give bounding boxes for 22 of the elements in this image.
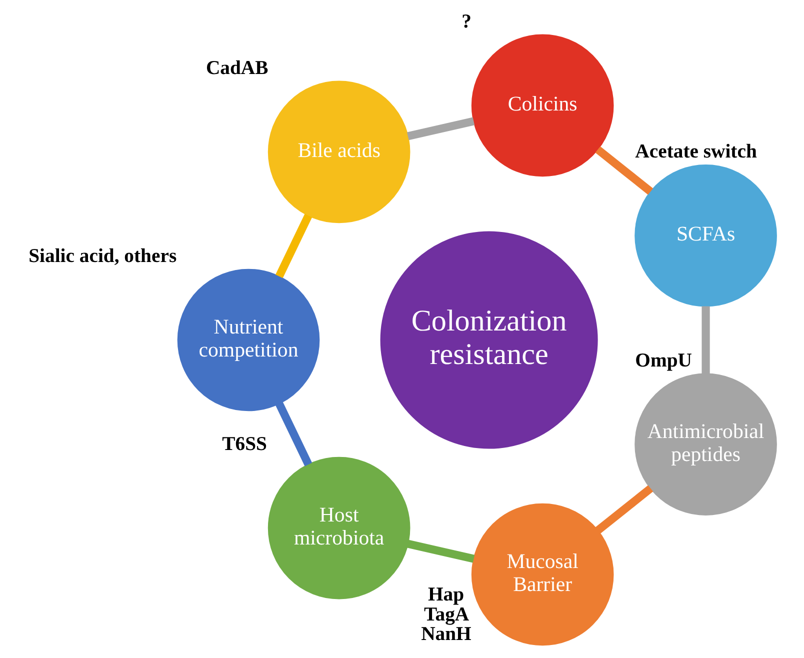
connector [594,146,653,195]
node-circle: Nutrient competition [176,268,320,412]
node-label: Hap [428,584,464,606]
node-circle: Antimicrobial peptides [634,373,776,516]
node-circle: Bile acids [267,80,410,224]
connector [275,402,312,466]
node-circle: Colicins [470,34,614,177]
node-label: CadAB [205,56,268,79]
connector [274,214,312,278]
connector [594,485,653,534]
connector [406,540,474,563]
node-circle: Mucosal Barrier [470,503,614,646]
node-label: Sialic acid, others [28,245,176,267]
node-circle: SCFAs [634,164,776,307]
node-label: T6SS [222,433,266,456]
node-label: OmpU [634,349,692,372]
node-circle: Host microbiota [267,456,410,600]
node-label: ? [461,10,471,32]
node-circle: Colonization resistance [380,231,598,449]
node-label: Acetate switch [634,140,756,163]
connector [701,306,710,374]
connector [406,117,474,140]
